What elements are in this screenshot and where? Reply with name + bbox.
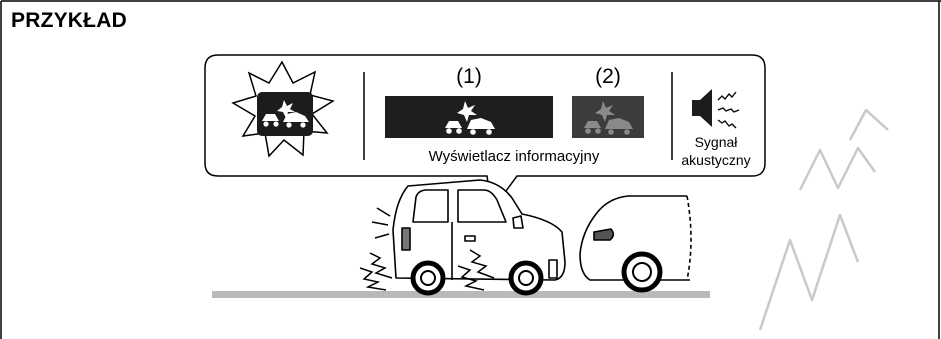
display-label-2: (2) bbox=[595, 65, 621, 88]
sound-label-line1: Sygnał bbox=[695, 134, 739, 150]
display-caption: Wyświetlacz informacyjny bbox=[429, 148, 600, 165]
display-screen-1 bbox=[385, 96, 553, 138]
vehicle-ahead bbox=[580, 196, 691, 290]
display-label-1: (1) bbox=[456, 65, 482, 88]
page-heading: PRZYKŁAD bbox=[11, 9, 127, 33]
road bbox=[212, 291, 710, 298]
display-screen-2 bbox=[572, 96, 644, 138]
own-vehicle-van bbox=[393, 180, 565, 293]
sound-label-line2: akustyczny bbox=[681, 152, 750, 168]
watermark-logo bbox=[760, 110, 888, 330]
